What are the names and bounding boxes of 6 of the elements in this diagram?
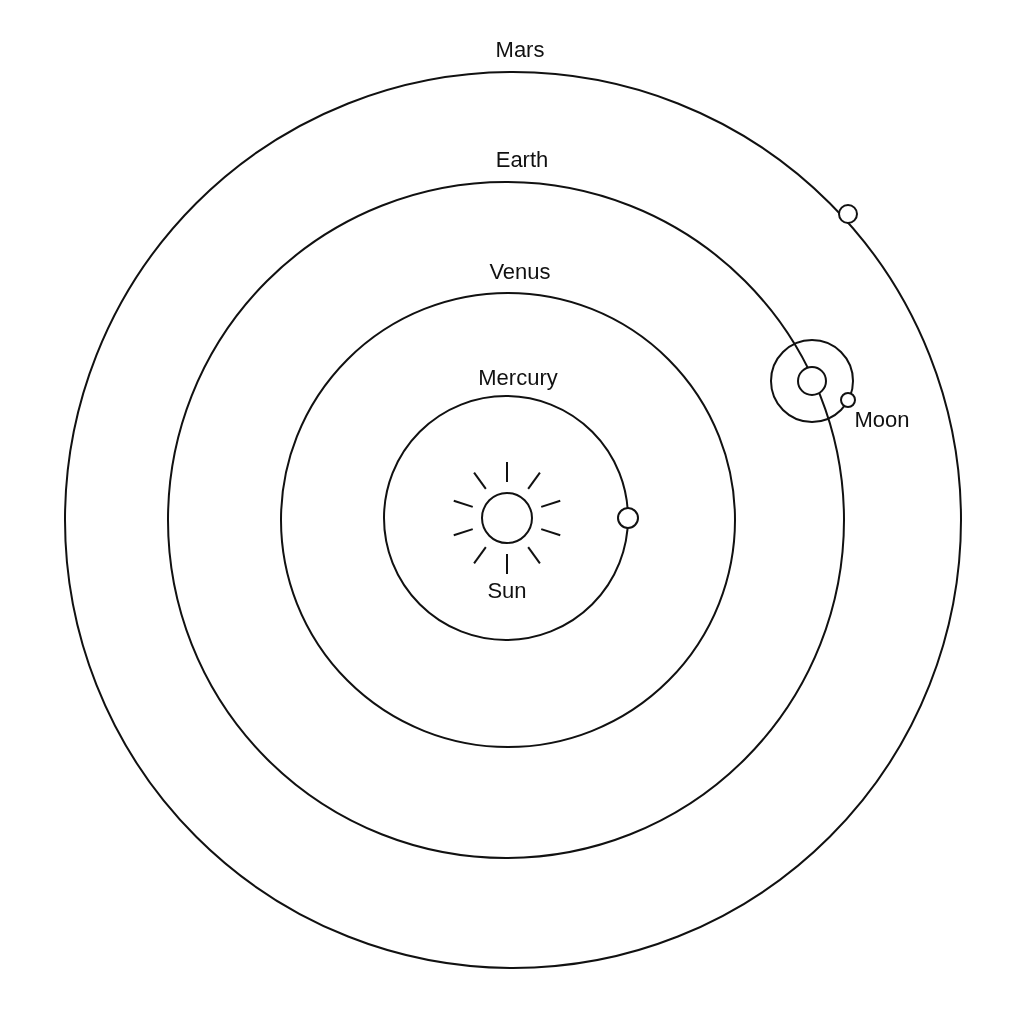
planet-label: Sun xyxy=(487,580,527,602)
planet-label: Moon xyxy=(854,409,910,431)
planet-label: Mars xyxy=(495,39,545,61)
planet-label: Venus xyxy=(489,261,551,283)
planet-label: Earth xyxy=(495,149,549,171)
planet-label: Mercury xyxy=(478,367,558,389)
